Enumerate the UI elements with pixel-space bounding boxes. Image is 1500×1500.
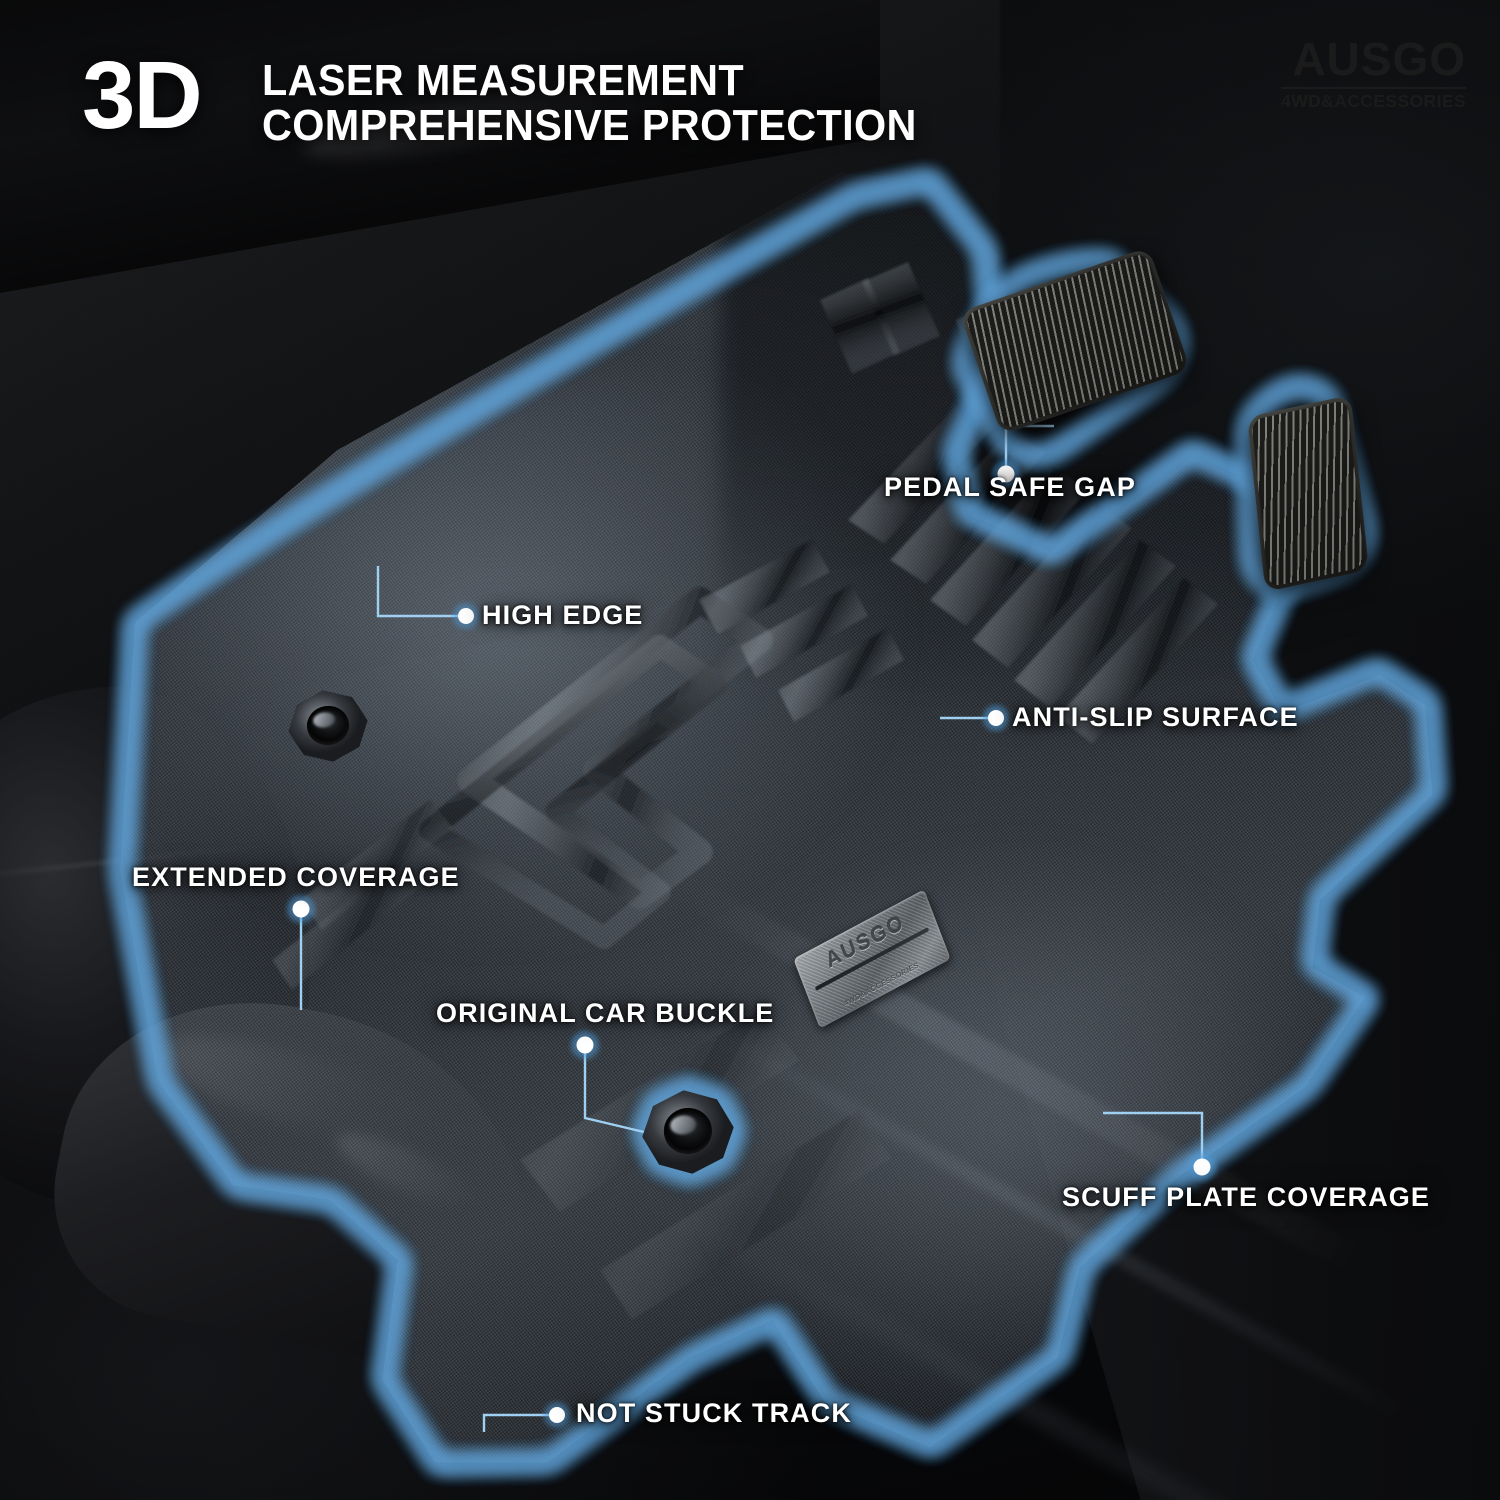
- mat-grommet-buckle: [638, 1085, 738, 1178]
- callout-scuff-plate-coverage: SCUFF PLATE COVERAGE: [1062, 1182, 1431, 1212]
- callout-high-edge: HIGH EDGE: [482, 600, 644, 630]
- callout-original-car-buckle: ORIGINAL CAR BUCKLE: [436, 998, 775, 1028]
- leader-high-edge: [376, 566, 462, 618]
- callout-anti-slip-surface: ANTI-SLIP SURFACE: [1012, 702, 1299, 732]
- accelerator-pedal-ribs: [1251, 399, 1365, 588]
- leader-original-car-buckle: [583, 1048, 645, 1134]
- callout-extended-coverage: EXTENDED COVERAGE: [132, 862, 460, 892]
- header: 3D LASER MEASUREMENT COMPREHENSIVE PROTE…: [0, 0, 1500, 180]
- leader-not-stuck-track: [482, 1413, 553, 1432]
- callout-dots: [287, 460, 1216, 1428]
- header-3d-badge: 3D: [82, 42, 203, 149]
- mat-grommet-upper: [283, 685, 372, 767]
- logo-divider: [1281, 87, 1466, 89]
- header-line-2: COMPREHENSIVE PROTECTION: [262, 101, 917, 151]
- mat-outline-glow: [117, 175, 1439, 1469]
- header-line-1: LASER MEASUREMENT: [262, 56, 745, 105]
- brand-logo: AUSGO 4WD&ACCESSORIES: [1281, 36, 1466, 111]
- callout-not-stuck-track: NOT STUCK TRACK: [576, 1398, 852, 1428]
- logo-tagline: 4WD&ACCESSORIES: [1281, 91, 1466, 111]
- logo-wordmark: AUSGO: [1292, 33, 1466, 85]
- accelerator-pedal: [1246, 394, 1370, 593]
- callout-pedal-safe-gap: PEDAL SAFE GAP: [884, 472, 1136, 502]
- header-headline: LASER MEASUREMENT COMPREHENSIVE PROTECTI…: [262, 58, 917, 149]
- leader-scuff-plate-coverage: [1103, 1111, 1204, 1164]
